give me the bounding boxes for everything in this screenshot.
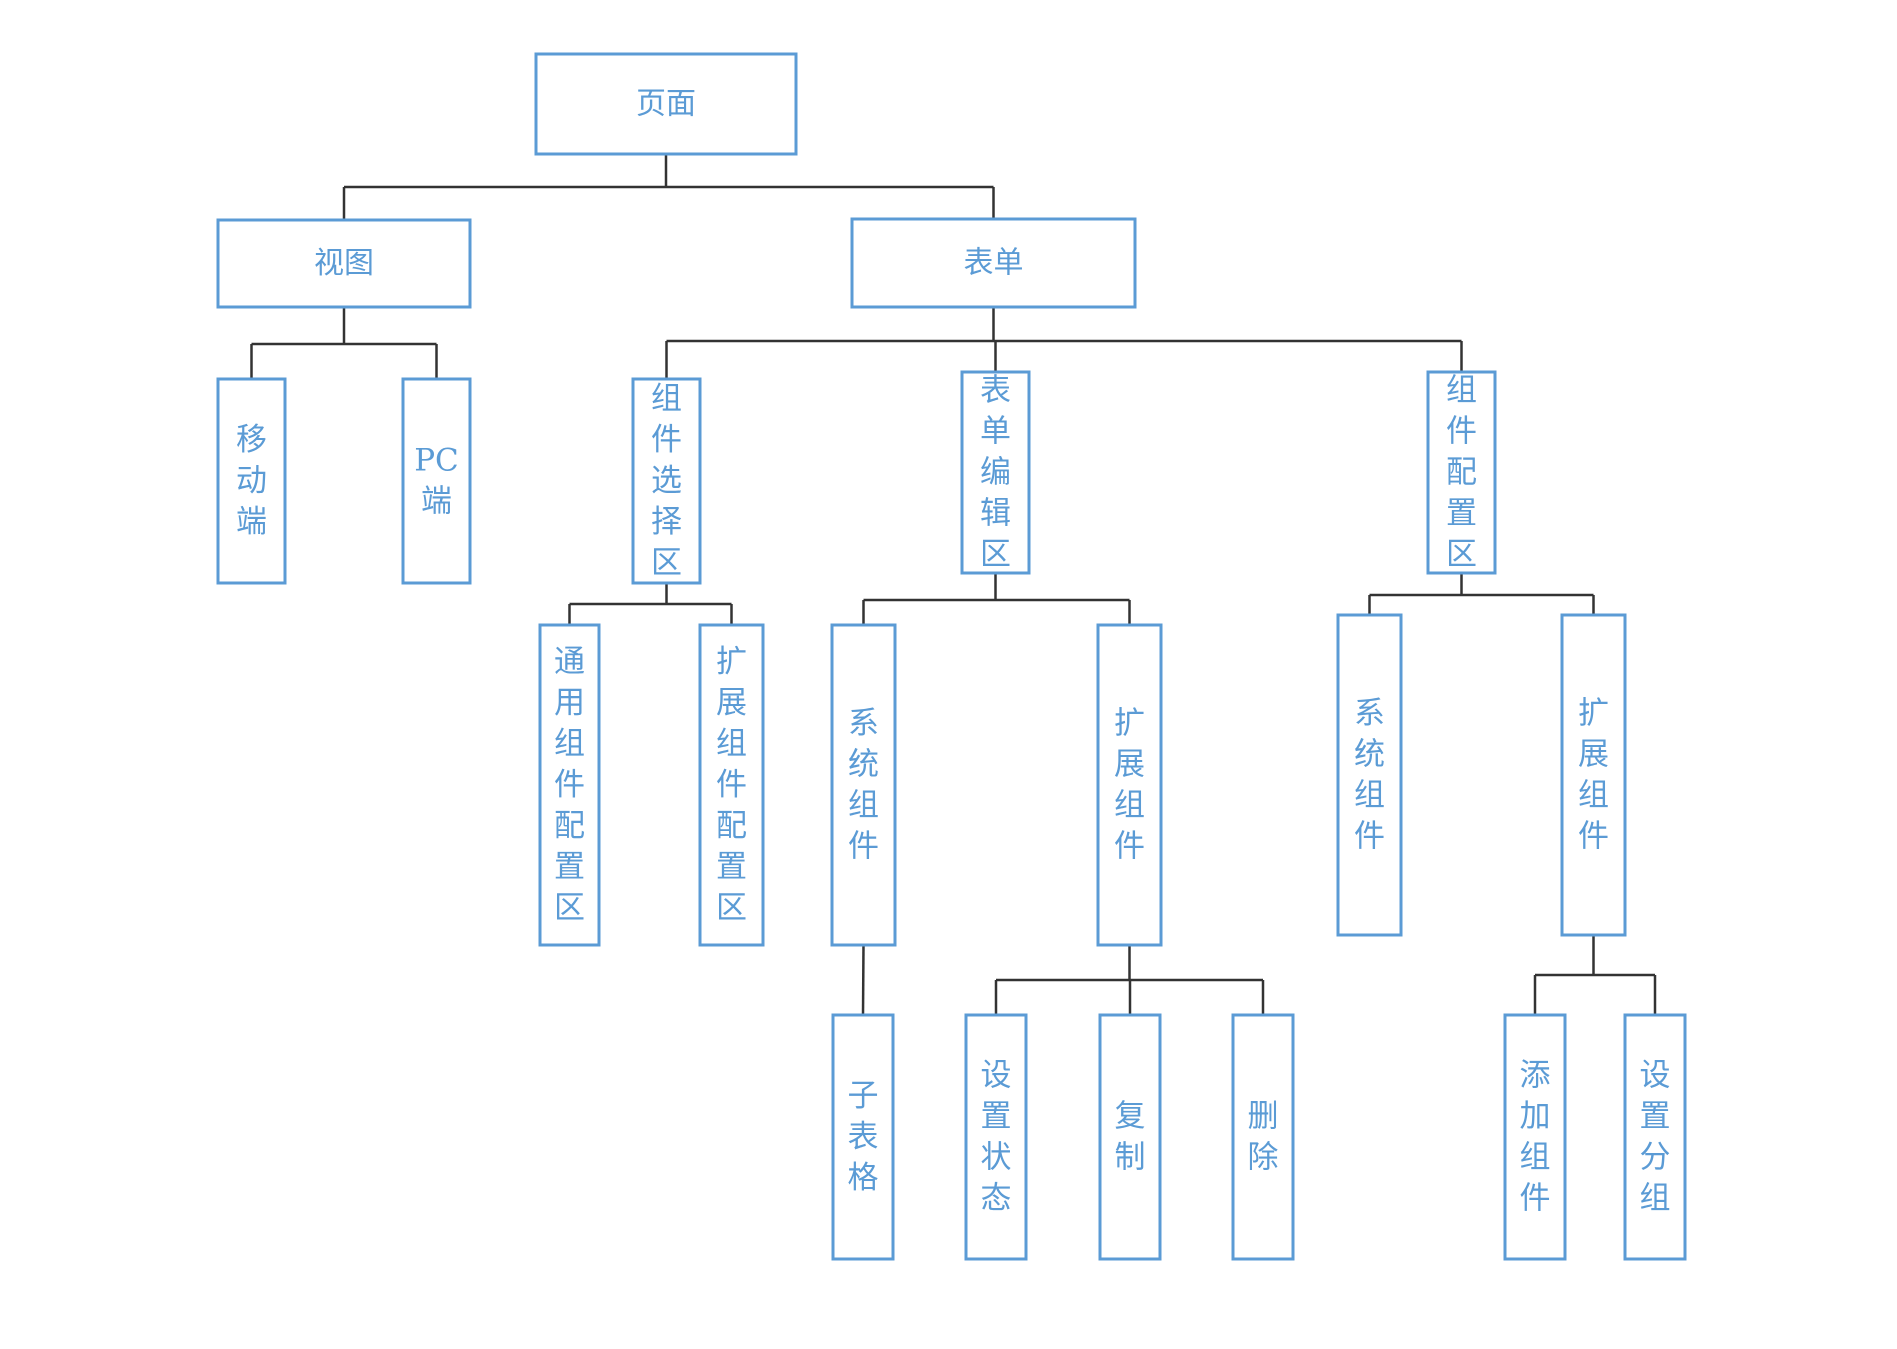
node-config-system-component: 系统组件 xyxy=(1336,613,1403,937)
node-mobile: 移动端 xyxy=(216,377,287,585)
node-component-select-area: 组件选择区 xyxy=(631,377,702,585)
node-form: 表单 xyxy=(850,217,1137,309)
node-box-config-ext-component xyxy=(1560,613,1627,937)
node-label-page: 页面 xyxy=(636,87,696,122)
node-box-config-system-component xyxy=(1336,613,1403,937)
node-form-edit-area: 表单编辑区 xyxy=(960,370,1031,575)
node-label-component-config-area: 组件配置区 xyxy=(1446,373,1477,573)
node-sub-table: 子表格 xyxy=(831,1013,895,1261)
node-label-delete: 删除 xyxy=(1248,1099,1279,1176)
node-add-component: 添加组件 xyxy=(1503,1013,1567,1261)
node-label-set-state: 设置状态 xyxy=(981,1058,1012,1217)
node-box-pc xyxy=(401,377,472,585)
node-component-config-area: 组件配置区 xyxy=(1426,370,1497,575)
node-view: 视图 xyxy=(216,218,472,309)
node-common-component-config-area: 通用组件配置区 xyxy=(538,623,601,947)
node-box-component-config-area xyxy=(1426,370,1497,575)
node-label-set-group: 设置分组 xyxy=(1640,1058,1671,1217)
node-box-form xyxy=(850,217,1137,309)
node-set-group: 设置分组 xyxy=(1623,1013,1687,1261)
node-label-add-component: 添加组件 xyxy=(1520,1058,1551,1217)
node-label-edit-ext-component: 扩展组件 xyxy=(1114,706,1145,865)
node-config-ext-component: 扩展组件 xyxy=(1560,613,1627,937)
node-page: 页面 xyxy=(534,52,798,156)
node-box-page xyxy=(534,52,798,156)
node-box-add-component xyxy=(1503,1013,1567,1261)
node-box-copy xyxy=(1098,1013,1162,1261)
node-copy: 复制 xyxy=(1098,1013,1162,1261)
node-box-set-state xyxy=(964,1013,1028,1261)
connector-lines xyxy=(250,154,1657,1016)
node-label-view: 视图 xyxy=(314,246,374,281)
node-box-form-edit-area xyxy=(960,370,1031,575)
node-label-sub-table: 子表格 xyxy=(848,1078,879,1196)
node-box-ext-component-config-area xyxy=(698,623,765,947)
node-label-form: 表单 xyxy=(964,246,1024,281)
node-label-mobile: 移动端 xyxy=(236,422,267,540)
node-delete: 删除 xyxy=(1231,1013,1295,1261)
node-box-delete xyxy=(1231,1013,1295,1261)
node-label-component-select-area: 组件选择区 xyxy=(651,381,682,581)
node-label-common-component-config-area: 通用组件配置区 xyxy=(554,644,585,926)
node-label-copy: 复制 xyxy=(1115,1099,1146,1176)
node-label-ext-component-config-area: 扩展组件配置区 xyxy=(716,644,747,926)
node-set-state: 设置状态 xyxy=(964,1013,1028,1261)
node-edit-ext-component: 扩展组件 xyxy=(1096,623,1163,947)
node-box-common-component-config-area xyxy=(538,623,601,947)
node-label-config-ext-component: 扩展组件 xyxy=(1578,696,1609,855)
node-edit-system-component: 系统组件 xyxy=(830,623,897,947)
node-box-mobile xyxy=(216,377,287,585)
connector-edit-system-component-sub-table xyxy=(861,944,865,1016)
node-box-component-select-area xyxy=(631,377,702,585)
node-box-edit-system-component xyxy=(830,623,897,947)
node-box-sub-table xyxy=(831,1013,895,1261)
node-box-edit-ext-component xyxy=(1096,623,1163,947)
node-label-config-system-component: 系统组件 xyxy=(1354,696,1385,855)
node-ext-component-config-area: 扩展组件配置区 xyxy=(698,623,765,947)
node-label-form-edit-area: 表单编辑区 xyxy=(980,373,1011,573)
node-box-view xyxy=(216,218,472,309)
node-box-set-group xyxy=(1623,1013,1687,1261)
node-label-edit-system-component: 系统组件 xyxy=(848,706,879,865)
